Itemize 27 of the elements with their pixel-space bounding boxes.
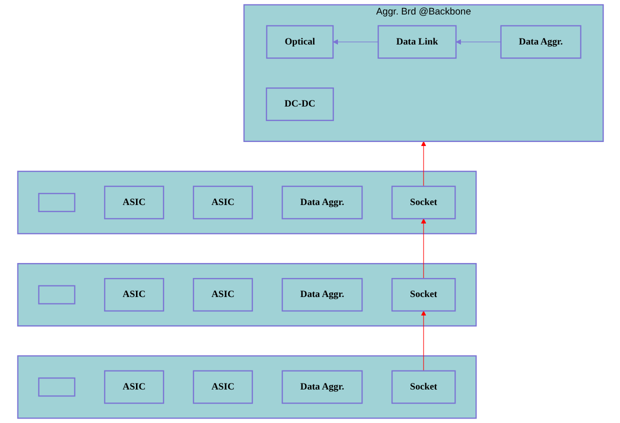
cluster xyxy=(16,170,476,234)
arrow xyxy=(420,310,426,372)
arrow xyxy=(332,39,378,45)
node-box: Socket xyxy=(390,186,456,220)
node-box xyxy=(38,192,75,212)
node-box xyxy=(38,285,75,304)
node-box xyxy=(38,377,75,397)
node-box: Socket xyxy=(390,370,456,404)
node-box: DC-DC xyxy=(265,87,334,122)
node-box: ASIC xyxy=(192,370,252,404)
node-box: ASIC xyxy=(104,186,164,220)
node-box: Data Link xyxy=(377,25,456,59)
node-box: Data Aggr. xyxy=(281,186,362,220)
node-box: ASIC xyxy=(192,278,252,312)
cluster xyxy=(16,355,476,419)
node-box: Optical xyxy=(266,25,334,59)
arrow xyxy=(455,39,501,45)
node-box: ASIC xyxy=(192,186,252,220)
cluster xyxy=(16,263,476,327)
node-box: Socket xyxy=(390,278,456,312)
arrow xyxy=(420,218,426,279)
node-box: ASIC xyxy=(104,278,164,312)
arrow xyxy=(420,141,426,187)
node-box: Data Aggr. xyxy=(281,370,362,404)
node-box: Data Aggr. xyxy=(281,278,362,312)
node-box: ASIC xyxy=(104,370,164,404)
node-box: Data Aggr. xyxy=(500,25,581,59)
